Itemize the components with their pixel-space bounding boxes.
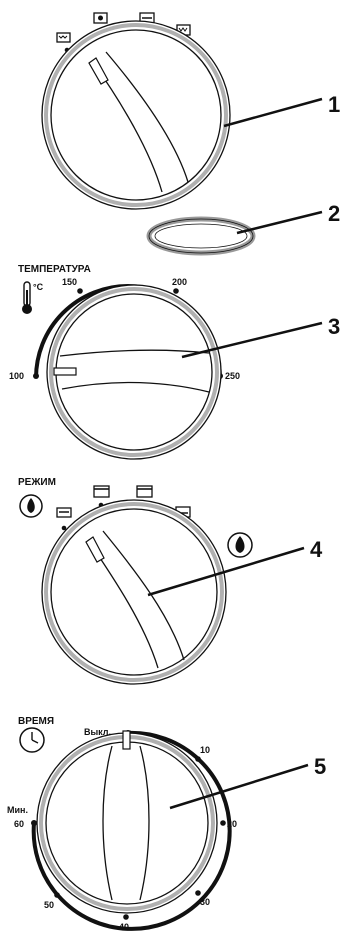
grill-icon: [57, 33, 70, 42]
fan-icon: [94, 13, 107, 23]
callout-3: 3: [328, 314, 340, 339]
mode-knob-group: РЕЖИМ 4: [18, 477, 323, 684]
clock-icon: [20, 728, 44, 752]
seal-ring-group: 2: [149, 201, 340, 253]
temperature-mark-200: 200: [172, 277, 187, 287]
time-mark-50: 50: [44, 900, 54, 910]
temperature-unit: °C: [33, 282, 44, 292]
time-mark-60: 60: [14, 819, 24, 829]
temperature-mark-100: 100: [9, 371, 24, 381]
time-mark-10: 10: [200, 745, 210, 755]
flame-icon: [20, 495, 42, 517]
time-min-label: Мин.: [7, 805, 28, 815]
function-knob-group: 1: [42, 13, 340, 209]
callout-1: 1: [328, 92, 340, 117]
time-mark-40: 40: [119, 922, 129, 932]
mode-heading: РЕЖИМ: [18, 477, 56, 488]
timer-knob-group: ВРЕМЯ Выкл. 10 20 30 40 50 Мин. 60 5: [7, 716, 326, 932]
temperature-heading: ТЕМПЕРАТУРА: [18, 264, 91, 275]
temperature-mark-150: 150: [62, 277, 77, 287]
time-heading: ВРЕМЯ: [18, 716, 54, 727]
thermometer-icon: °C: [22, 282, 44, 314]
temperature-mark-250: 250: [225, 371, 240, 381]
time-mark-20: 20: [227, 819, 237, 829]
callout-5: 5: [314, 754, 326, 779]
flame-icon: [228, 533, 252, 557]
callout-4: 4: [310, 537, 323, 562]
callout-2: 2: [328, 201, 340, 226]
time-mark-30: 30: [200, 897, 210, 907]
temperature-knob-group: ТЕМПЕРАТУРА °C 100 150 200 250 3: [9, 264, 340, 459]
